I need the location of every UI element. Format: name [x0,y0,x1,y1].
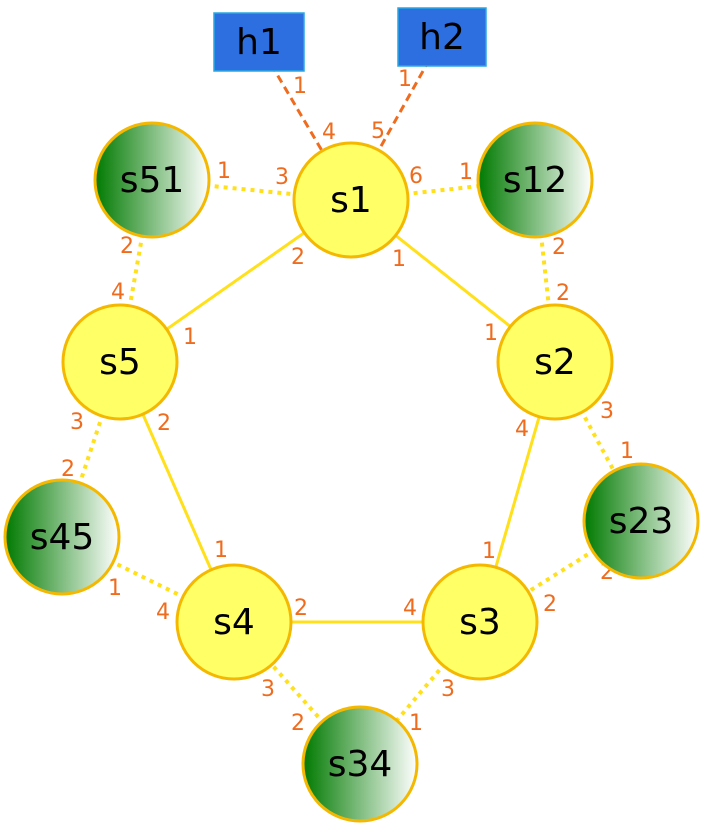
switch-s12[interactable]: s12 [476,121,594,239]
switch-s3[interactable]: s3 [421,563,539,681]
switch-s3-label: s3 [459,602,501,643]
port-label-s1-s2-s1: 1 [392,247,406,272]
port-label-s2-s23-s23: 1 [620,439,634,464]
switch-s45[interactable]: s45 [3,478,121,596]
switch-s23[interactable]: s23 [582,462,700,580]
port-label-s3-s4-s3: 4 [403,596,417,621]
switch-s23-circle [582,462,700,580]
port-label-h2-s1-s1: 5 [371,119,385,144]
switch-s51[interactable]: s51 [93,121,211,239]
switch-s4-label: s4 [213,602,255,643]
port-label-s51-s1-s51: 1 [217,159,231,184]
switch-s2-label: s2 [534,342,576,383]
port-label-s4-s45-s45: 1 [108,576,122,601]
port-label-s3-s4-s4: 2 [294,596,308,621]
port-label-s51-s1-s1: 3 [275,165,289,190]
switch-s4[interactable]: s4 [175,563,293,681]
switch-s1-circle [292,141,410,259]
port-label-s45-s5-s5: 3 [70,410,84,435]
port-label-s34-s4-s4: 3 [261,677,275,702]
port-label-s2-s3-s2: 4 [515,417,529,442]
host-h2-box [397,7,487,67]
switch-s45-label: s45 [30,517,95,558]
port-label-s5-s1-s5: 1 [183,325,197,350]
port-label-s5-s1-s1: 2 [291,245,305,270]
port-label-s4-s5-s4: 1 [214,538,228,563]
switch-s5-circle [61,303,179,421]
host-h2-label: h2 [419,17,465,58]
port-label-s3-s34-s34: 1 [409,711,423,736]
switch-s5[interactable]: s5 [61,303,179,421]
switch-s1-label: s1 [330,180,372,221]
port-label-s12-s2-s12: 2 [552,235,566,260]
switch-s3-circle [421,563,539,681]
host-h1-label: h1 [236,22,282,63]
port-label-s45-s5-s45: 2 [61,457,75,482]
host-h1[interactable]: h1 [213,12,305,72]
switch-s4-circle [175,563,293,681]
host-h2[interactable]: h2 [397,7,487,67]
switch-s1[interactable]: s1 [292,141,410,259]
switch-s5-label: s5 [99,342,141,383]
switch-s34-label: s34 [328,744,393,785]
port-label-s4-s5-s5: 2 [157,411,171,436]
switch-s34[interactable]: s34 [301,705,419,823]
switch-s34-circle [301,705,419,823]
switch-s23-label: s23 [609,501,674,542]
port-label-s2-s23-s2: 3 [600,399,614,424]
port-label-s1-s12-s12: 1 [459,160,473,185]
switch-s2[interactable]: s2 [496,303,614,421]
port-label-s1-s12-s1: 6 [409,164,423,189]
port-label-s5-s51-s51: 2 [120,234,134,259]
port-label-s34-s4-s34: 2 [291,711,305,736]
switch-s51-label: s51 [120,160,185,201]
port-label-s2-s3-s3: 1 [482,539,496,564]
port-label-s4-s45-s4: 4 [156,600,170,625]
switch-s12-label: s12 [503,160,568,201]
port-label-s3-s34-s3: 3 [441,677,455,702]
nodes-layer: s1 s2 s3 s4 s5 s12 s23 s34 s45 s51 h1 h2 [3,7,700,823]
port-label-h1-s1-h1: 1 [293,74,307,99]
port-label-s1-s2-s2: 1 [484,321,498,346]
port-label-h1-s1-s1: 4 [322,120,336,145]
port-label-s12-s2-s2: 2 [556,281,570,306]
switch-s45-circle [3,478,121,596]
switch-s12-circle [476,121,594,239]
link-s51-s1 [151,178,352,202]
host-h1-box [213,12,305,72]
switch-s51-circle [93,121,211,239]
port-label-s5-s51-s5: 4 [111,280,125,305]
switch-s2-circle [496,303,614,421]
port-label-h2-s1-h2: 1 [398,67,412,92]
port-label-s23-s3-s3: 2 [543,592,557,617]
